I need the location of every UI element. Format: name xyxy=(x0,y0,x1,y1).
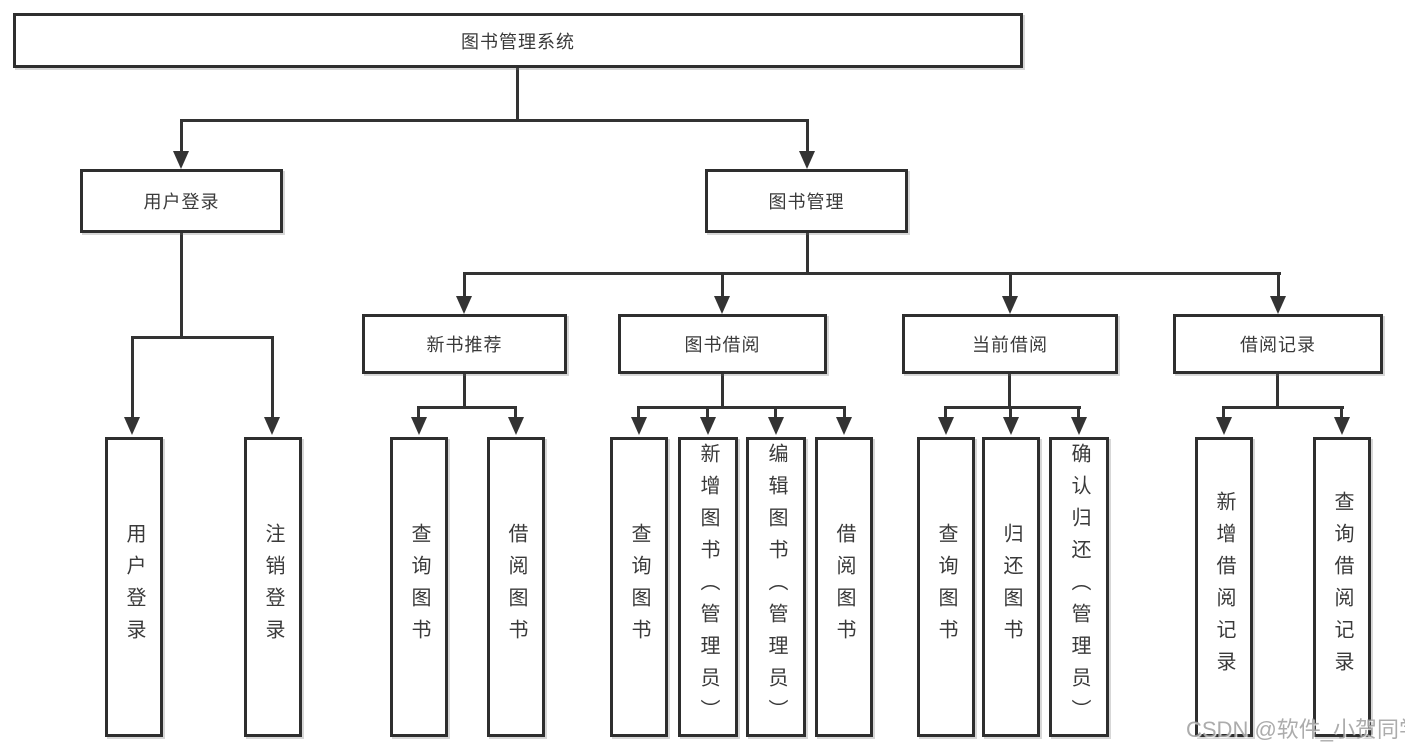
leaf-label: 编辑图书（管理员） xyxy=(765,443,787,731)
arrow-down-icon xyxy=(700,417,716,435)
leaf-add-books-admin: 新增图书（管理员） xyxy=(678,437,738,737)
leaf-label: 借阅图书 xyxy=(833,523,855,651)
leaf-label: 用户登录 xyxy=(123,523,145,651)
arrow-down-icon xyxy=(631,417,647,435)
leaf-return-books: 归还图书 xyxy=(982,437,1040,737)
connector-line xyxy=(463,272,1281,275)
connector-line xyxy=(774,409,777,419)
node-label: 当前借阅 xyxy=(972,335,1048,355)
leaf-label: 新增借阅记录 xyxy=(1213,491,1235,683)
connector-line xyxy=(843,409,846,419)
leaf-label: 查询图书 xyxy=(935,523,957,651)
leaf-add-borrow-record: 新增借阅记录 xyxy=(1195,437,1253,737)
leaf-query-books-borrowing: 查询图书 xyxy=(610,437,668,737)
node-label: 图书借阅 xyxy=(684,335,761,355)
connector-line xyxy=(1276,374,1279,408)
arrow-down-icon xyxy=(799,151,815,169)
connector-line xyxy=(180,119,809,122)
connector-line xyxy=(721,275,724,298)
arrow-down-icon xyxy=(1270,296,1286,314)
arrow-down-icon xyxy=(411,417,427,435)
arrow-down-icon xyxy=(456,296,472,314)
connector-line xyxy=(417,406,517,409)
leaf-label: 归还图书 xyxy=(1000,523,1022,651)
connector-line xyxy=(1008,374,1011,408)
connector-line xyxy=(463,275,466,298)
connector-line xyxy=(944,406,1081,409)
connector-line xyxy=(1077,409,1080,419)
node-borrowing-records: 借阅记录 xyxy=(1173,314,1383,374)
node-label: 图书管理系统 xyxy=(461,31,575,52)
leaf-logout: 注销登录 xyxy=(244,437,302,737)
node-book-borrowing: 图书借阅 xyxy=(618,314,827,374)
node-current-borrowing: 当前借阅 xyxy=(902,314,1118,374)
leaf-user-login: 用户登录 xyxy=(105,437,163,737)
leaf-label: 查询图书 xyxy=(628,523,650,651)
connector-line xyxy=(1009,409,1012,419)
arrow-down-icon xyxy=(714,296,730,314)
node-label: 借阅记录 xyxy=(1240,335,1316,355)
arrow-down-icon xyxy=(1002,296,1018,314)
leaf-query-books-recommendation: 查询图书 xyxy=(390,437,448,737)
node-library-management-system: 图书管理系统 xyxy=(13,13,1023,68)
leaf-query-books-current: 查询图书 xyxy=(917,437,975,737)
connector-line xyxy=(637,406,846,409)
leaf-borrow-books-recommendation: 借阅图书 xyxy=(487,437,545,737)
connector-line xyxy=(516,68,519,121)
connector-line xyxy=(1277,275,1280,298)
leaf-label: 借阅图书 xyxy=(505,523,527,651)
leaf-borrow-books: 借阅图书 xyxy=(815,437,873,737)
connector-line xyxy=(1009,275,1012,298)
node-label: 图书管理 xyxy=(768,192,845,212)
connector-line xyxy=(131,339,134,417)
connector-line xyxy=(706,409,709,419)
connector-line xyxy=(180,119,183,152)
connector-line xyxy=(1222,409,1225,419)
connector-line xyxy=(806,233,809,274)
leaf-label: 查询借阅记录 xyxy=(1331,491,1353,683)
leaf-edit-books-admin: 编辑图书（管理员） xyxy=(746,437,806,737)
leaf-label: 新增图书（管理员） xyxy=(697,443,719,731)
arrow-down-icon xyxy=(768,417,784,435)
arrow-down-icon xyxy=(264,417,280,435)
connector-line xyxy=(417,409,420,419)
arrow-down-icon xyxy=(1003,417,1019,435)
node-label: 用户登录 xyxy=(143,192,220,212)
leaf-label: 确认归还（管理员） xyxy=(1068,443,1090,731)
connector-line xyxy=(944,409,947,419)
arrow-down-icon xyxy=(938,417,954,435)
leaf-confirm-return-admin: 确认归还（管理员） xyxy=(1049,437,1109,737)
connector-line xyxy=(637,409,640,419)
connector-line xyxy=(463,374,466,408)
connector-line xyxy=(1222,406,1344,409)
csdn-watermark: CSDN @软件_小贺同学 xyxy=(1186,717,1405,742)
leaf-label: 注销登录 xyxy=(262,523,284,651)
connector-line xyxy=(721,374,724,408)
connector-line xyxy=(514,409,517,419)
connector-line xyxy=(271,339,274,417)
connector-line xyxy=(806,119,809,152)
arrow-down-icon xyxy=(1334,417,1350,435)
connector-line xyxy=(180,233,183,338)
node-new-book-recommendation: 新书推荐 xyxy=(362,314,567,374)
arrow-down-icon xyxy=(124,417,140,435)
arrow-down-icon xyxy=(1071,417,1087,435)
node-label: 新书推荐 xyxy=(426,335,503,355)
arrow-down-icon xyxy=(173,151,189,169)
arrow-down-icon xyxy=(508,417,524,435)
leaf-label: 查询图书 xyxy=(408,523,430,651)
node-user-login: 用户登录 xyxy=(80,169,283,233)
arrow-down-icon xyxy=(836,417,852,435)
leaf-query-borrow-record: 查询借阅记录 xyxy=(1313,437,1371,737)
connector-line xyxy=(1340,409,1343,419)
node-book-management: 图书管理 xyxy=(705,169,908,233)
arrow-down-icon xyxy=(1216,417,1232,435)
connector-line xyxy=(131,336,274,339)
